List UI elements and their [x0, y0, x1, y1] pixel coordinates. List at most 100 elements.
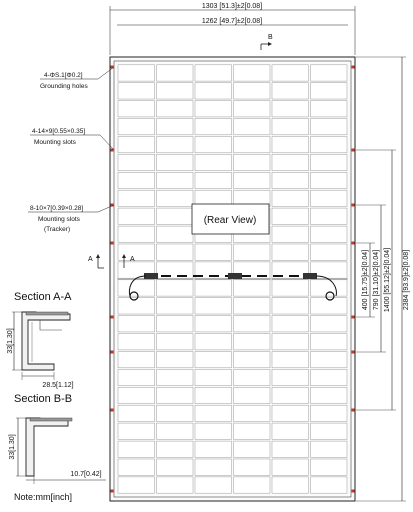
- solar-cell: [194, 64, 232, 82]
- solar-cell: [117, 351, 155, 369]
- solar-cell: [310, 440, 348, 458]
- solar-cell: [194, 422, 232, 440]
- callout-mounting: 4-14×9[0.55×0.35] Mounting slots: [30, 128, 115, 151]
- section-a-label-right: A: [130, 256, 135, 263]
- solar-cell: [271, 297, 309, 315]
- solar-cell: [194, 333, 232, 351]
- section-a-width-label: 28.5[1.12]: [42, 382, 73, 389]
- solar-cell: [233, 351, 271, 369]
- solar-cell: [194, 100, 232, 118]
- solar-cell: [156, 476, 194, 494]
- mounting-hole-mark: [351, 408, 355, 412]
- solar-cell: [156, 189, 194, 207]
- solar-cell: [233, 118, 271, 136]
- solar-cell: [271, 136, 309, 154]
- solar-cell: [156, 154, 194, 171]
- solar-cell: [233, 387, 271, 404]
- solar-cell: [310, 100, 348, 118]
- solar-cell: [156, 207, 194, 225]
- solar-cell: [271, 189, 309, 207]
- rear-view-label-box: (Rear View): [191, 203, 270, 235]
- solar-cell: [117, 207, 155, 225]
- solar-cell: [194, 315, 232, 333]
- solar-cell: [233, 82, 271, 100]
- hole-marks: [110, 65, 355, 493]
- mounting-hole-mark: [110, 203, 114, 207]
- solar-cell: [233, 100, 271, 118]
- solar-cell: [233, 172, 271, 189]
- solar-cell: [310, 225, 348, 243]
- solar-cell: [117, 118, 155, 136]
- section-b-label-top: B: [268, 34, 273, 41]
- solar-cell: [233, 297, 271, 315]
- callout-tracker: 8-10×7[0.39×0.28] Mounting slots (Tracke…: [28, 204, 115, 233]
- solar-cell: [156, 82, 194, 100]
- section-a-label-left: A: [88, 256, 93, 263]
- junction-box-left: [144, 273, 158, 279]
- solar-cell: [156, 351, 194, 369]
- solar-cell: [156, 404, 194, 422]
- units-note: Note:mm[inch]: [14, 492, 72, 502]
- solar-cell: [233, 136, 271, 154]
- mounting-hole-mark: [351, 203, 355, 207]
- solar-cell: [233, 422, 271, 440]
- solar-cell: [117, 100, 155, 118]
- solar-cell: [310, 64, 348, 82]
- height-400-label: 400 [15.75]±2[0.04]: [362, 250, 369, 310]
- solar-cell: [271, 261, 309, 279]
- connector-right: [325, 291, 335, 301]
- solar-cell: [310, 154, 348, 171]
- solar-cell: [271, 369, 309, 386]
- height-790-label: 790 [31.10]±2[0.04]: [373, 250, 380, 310]
- connector-left: [129, 291, 139, 301]
- solar-cell: [194, 476, 232, 494]
- solar-cell: [117, 82, 155, 100]
- mounting-name: Mounting slots: [34, 139, 77, 146]
- solar-cell: [271, 333, 309, 351]
- solar-cell: [194, 261, 232, 279]
- mounting-hole-mark: [351, 489, 355, 493]
- solar-cell: [156, 225, 194, 243]
- solar-cell: [117, 476, 155, 494]
- section-b-width-label: 10.7[0.42]: [70, 471, 101, 478]
- solar-cell: [233, 369, 271, 386]
- solar-cell: [233, 476, 271, 494]
- solar-cell: [271, 422, 309, 440]
- solar-cell: [194, 297, 232, 315]
- solar-cell: [271, 82, 309, 100]
- solar-cell: [194, 118, 232, 136]
- solar-cell: [156, 315, 194, 333]
- solar-cell: [156, 100, 194, 118]
- solar-cell: [117, 172, 155, 189]
- solar-cell: [156, 243, 194, 261]
- solar-cell: [233, 243, 271, 261]
- height-dimension-1400: 1400 [55.12]±2[0.04]: [356, 149, 396, 411]
- solar-cell: [271, 64, 309, 82]
- solar-cell: [117, 64, 155, 82]
- tracker-spec: 8-10×7[0.39×0.28]: [30, 205, 83, 212]
- solar-cell: [271, 387, 309, 404]
- section-b-title: Section B-B: [14, 393, 72, 405]
- solar-cell: [117, 458, 155, 476]
- solar-cell: [271, 351, 309, 369]
- solar-cell: [271, 279, 309, 297]
- solar-cell: [310, 297, 348, 315]
- solar-cell: [156, 458, 194, 476]
- solar-cell: [233, 404, 271, 422]
- height-dimension-total: 2384 [93.9]±2[0.08]: [356, 56, 410, 502]
- solar-cell: [271, 243, 309, 261]
- mounting-hole-mark: [110, 350, 114, 354]
- solar-cell: [156, 333, 194, 351]
- solar-cell: [194, 351, 232, 369]
- cell-grid: [117, 64, 348, 494]
- solar-cell: [310, 351, 348, 369]
- solar-cell: [156, 387, 194, 404]
- solar-cell: [310, 476, 348, 494]
- mounting-hole-mark: [110, 408, 114, 412]
- solar-cell: [271, 476, 309, 494]
- section-b-profile: 33[1.30] 10.7[0.42]: [9, 417, 106, 484]
- mounting-spec: 4-14×9[0.55×0.35]: [32, 128, 85, 135]
- solar-cell: [156, 279, 194, 297]
- solar-cell: [271, 225, 309, 243]
